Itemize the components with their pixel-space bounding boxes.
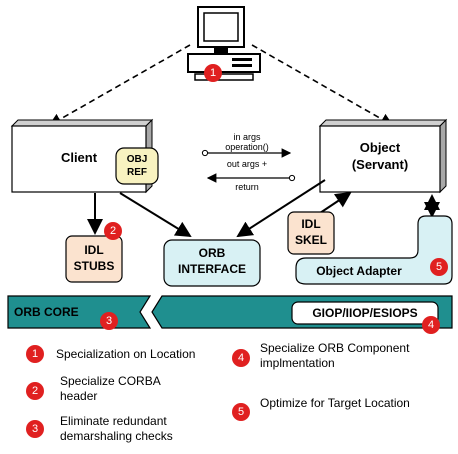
legend-num-4: 4 [232,349,250,367]
orb-interface-label-2: INTERFACE [177,262,246,276]
out-args-origin-dot [288,174,296,182]
legend-num-1: 1 [26,345,44,363]
legend-num-5: 5 [232,403,250,421]
object-to-orb-interface-arrow [236,179,326,238]
giop-label: GIOP/IIOP/ESIOPS [312,306,418,320]
in-args-label: in args [233,132,261,142]
idl-skel-label-1: IDL [301,217,321,231]
return-label: return [235,182,259,192]
in-args-origin-dot [201,149,209,157]
obj-ref-label-1: OBJ [126,154,148,165]
legend-text-1: Specialization on Location [56,347,196,361]
giop-box [291,301,439,325]
badge-4: 4 [422,316,440,334]
idl-stubs-label-2: STUBS [73,259,115,273]
legend-text-3: Eliminate redundant demarshaling checks [60,414,173,443]
dashed-arrow-to-client [48,44,191,126]
obj-ref-label-2: REF [127,167,147,178]
servant-label: (Servant) [351,157,409,172]
obj-ref-box [115,147,159,185]
object-box [318,118,448,194]
object-adapter-box [295,215,453,285]
orb-interface-label-1: ORB [198,246,226,260]
client-label: Client [60,150,98,165]
computer-icon [187,6,261,81]
legend-text-2: Specialize CORBA header [60,374,161,403]
legend-text-4: Specialize ORB Component implmentation [260,341,410,370]
out-args-label: out args + [226,159,268,169]
legend-text-5: Optimize for Target Location [260,396,410,410]
badge-1: 1 [204,64,222,82]
idl-stubs-label-1: IDL [84,243,104,257]
idl-stubs-box [65,235,123,283]
operation-label: operation() [225,142,269,152]
dashed-arrow-to-object [251,44,394,126]
orb-core-label: ORB CORE [14,305,79,319]
object-adapter-label: Object Adapter [316,264,402,278]
badge-5: 5 [430,258,448,276]
idl-skel-label-2: SKEL [294,233,327,247]
legend-num-2: 2 [26,382,44,400]
idl-skel-box [287,211,335,255]
legend-num-3: 3 [26,420,44,438]
orb-interface-box [163,239,261,287]
skel-to-object-arrow [319,191,352,214]
client-to-orb-interface-arrow [119,192,192,238]
badge-2: 2 [104,222,122,240]
object-label: Object [359,140,401,155]
badge-3: 3 [100,312,118,330]
